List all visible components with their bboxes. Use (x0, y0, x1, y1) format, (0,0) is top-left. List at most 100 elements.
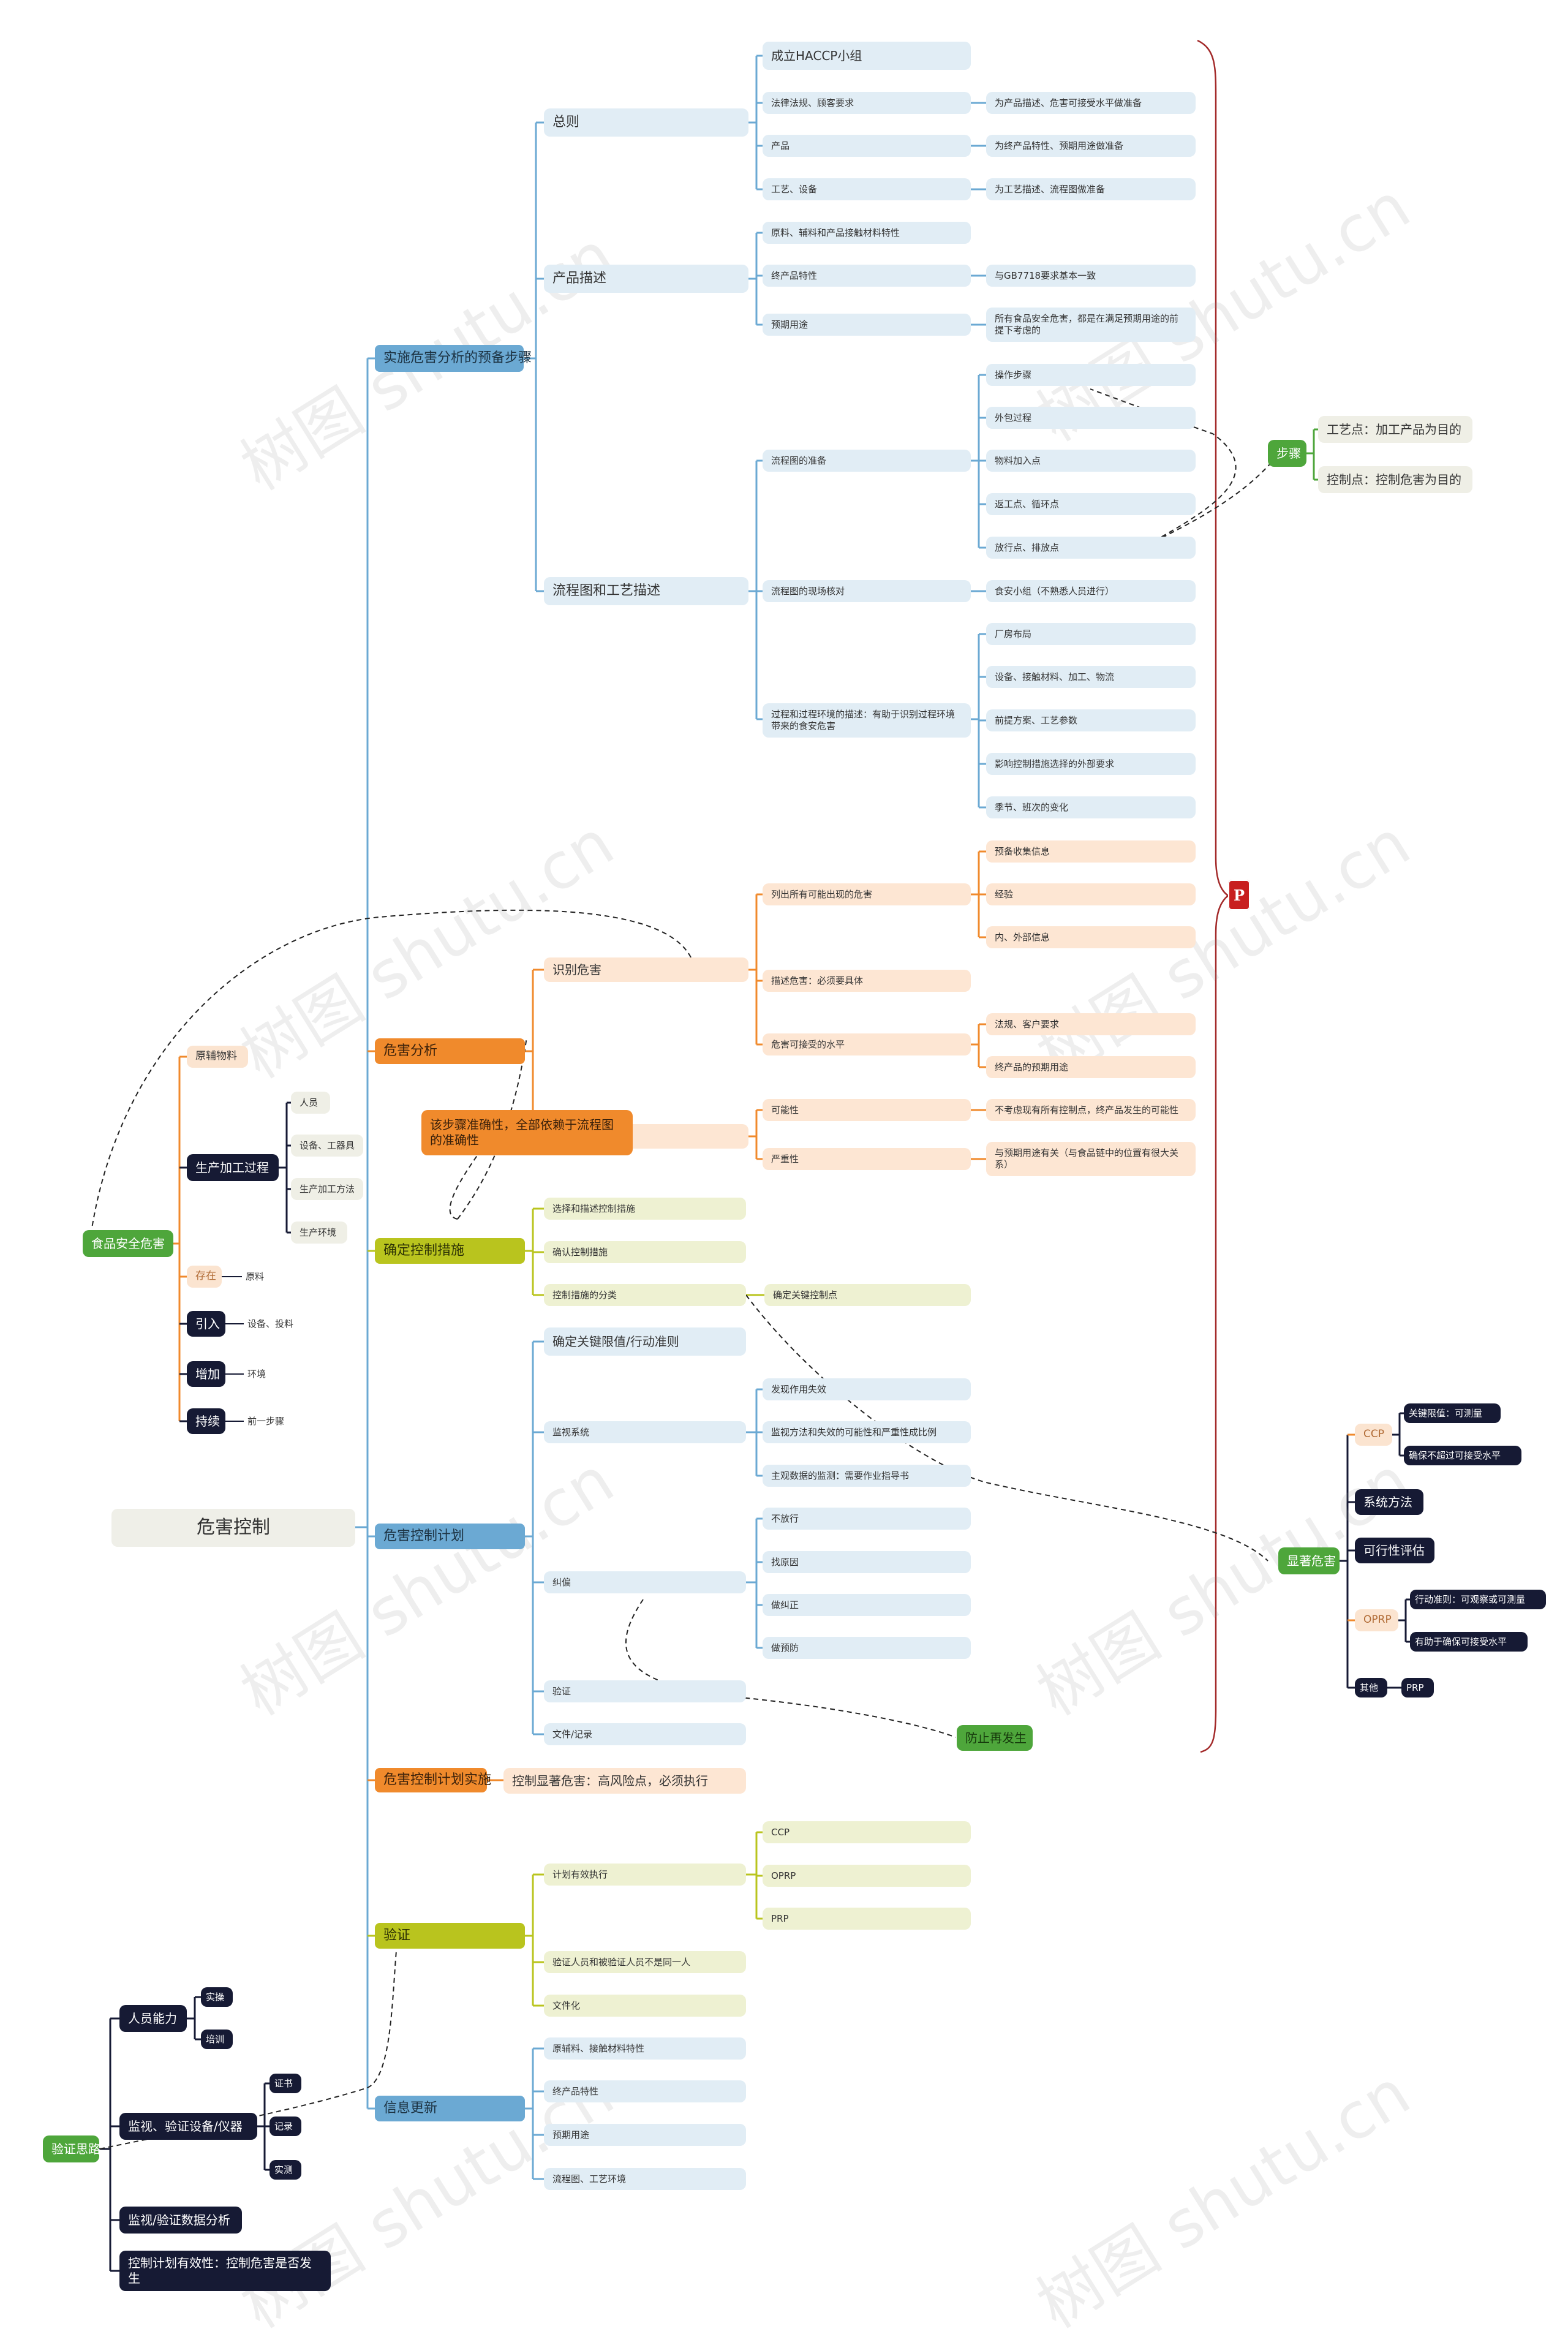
node-correct-item[interactable]: 做预防 (763, 1637, 971, 1659)
node-monitor-item[interactable]: 监视方法和失效的可能性和严重性成比例 (763, 1421, 971, 1443)
node-oprp-right[interactable]: OPRP (1355, 1609, 1398, 1631)
node-food-safety-hazard[interactable]: 食品安全危害 (83, 1230, 173, 1257)
node-process-equipment[interactable]: 工艺、设备 (763, 178, 971, 200)
node-likelihood[interactable]: 可能性 (763, 1099, 971, 1121)
node-note[interactable]: 与GB7718要求基本一致 (986, 265, 1196, 287)
node-exist[interactable]: 存在 (187, 1266, 222, 1288)
topic-info-update[interactable]: 信息更新 (375, 2096, 525, 2121)
node-staff-ability[interactable]: 人员能力 (119, 2005, 187, 2032)
node-devices[interactable]: 监视、验证设备/仪器 (119, 2113, 257, 2140)
node-flowchart[interactable]: 流程图和工艺描述 (544, 577, 748, 605)
node-select-measures[interactable]: 选择和描述控制措施 (544, 1198, 746, 1220)
node-process-item[interactable]: 人员 (291, 1092, 330, 1114)
node-monitoring[interactable]: 监视系统 (544, 1421, 746, 1443)
node-prevent-recurrence[interactable]: 防止再发生 (957, 1725, 1033, 1751)
node-introduce-note[interactable]: 设备、投料 (247, 1318, 294, 1329)
node-determine-ccp[interactable]: 确定关键控制点 (764, 1284, 971, 1306)
node-correct-item[interactable]: 做纠正 (763, 1594, 971, 1616)
node-note[interactable]: 所有食品安全危害，都是在满足预期用途的前提下考虑的 (986, 308, 1196, 342)
node-update-item[interactable]: 预期用途 (544, 2124, 746, 2146)
node-acceptable-level[interactable]: 危害可接受的水平 (763, 1033, 971, 1055)
node-note[interactable]: 内、外部信息 (986, 926, 1196, 948)
node-record[interactable]: 记录 (270, 2117, 301, 2136)
node-correct-item[interactable]: 找原因 (763, 1551, 971, 1573)
node-introduce[interactable]: 引入 (187, 1311, 225, 1337)
node-plan-verify[interactable]: 验证 (544, 1680, 746, 1702)
node-env-item[interactable]: 前提方案、工艺参数 (986, 709, 1196, 731)
node-flow-prep[interactable]: 流程图的准备 (763, 450, 971, 472)
node-system-method[interactable]: 系统方法 (1355, 1489, 1423, 1515)
node-increase-note[interactable]: 环境 (247, 1368, 266, 1380)
node-flow-step[interactable]: 返工点、循环点 (986, 493, 1196, 515)
node-update-item[interactable]: 原辅料、接触材料特性 (544, 2037, 746, 2060)
node-env-item[interactable]: 设备、接触材料、加工、物流 (986, 666, 1196, 688)
node-describe-hazard[interactable]: 描述危害：必须要具体 (763, 970, 971, 992)
topic-verification[interactable]: 验证 (375, 1923, 525, 1949)
node-list-hazards[interactable]: 列出所有可能出现的危害 (763, 883, 971, 905)
topic-control-plan[interactable]: 危害控制计划 (375, 1524, 525, 1549)
node-note[interactable]: 终产品的预期用途 (986, 1056, 1196, 1078)
node-raw-material[interactable]: 原料、辅料和产品接触材料特性 (763, 222, 971, 244)
topic-control-measures[interactable]: 确定控制措施 (375, 1238, 525, 1264)
node-general[interactable]: 总则 (544, 108, 748, 137)
node-severity[interactable]: 严重性 (763, 1148, 971, 1170)
node-ccp[interactable]: CCP (763, 1821, 971, 1843)
node-oprp[interactable]: OPRP (763, 1865, 971, 1887)
node-raw-aux[interactable]: 原辅物料 (187, 1046, 248, 1068)
node-product-desc[interactable]: 产品描述 (544, 265, 748, 293)
node-confirm-measures[interactable]: 确认控制措施 (544, 1241, 746, 1263)
node-note[interactable]: 与预期用途有关（与食品链中的位置有很大关系） (986, 1142, 1196, 1176)
node-flow-step[interactable]: 物料加入点 (986, 450, 1196, 472)
node-prp-right[interactable]: PRP (1401, 1678, 1434, 1697)
node-correct-item[interactable]: 不放行 (763, 1508, 971, 1530)
node-note[interactable]: 食安小组（不熟悉人员进行） (986, 580, 1196, 602)
node-persist[interactable]: 持续 (187, 1408, 225, 1434)
node-haccp-team[interactable]: 成立HACCP小组 (763, 42, 971, 70)
node-note[interactable]: 法规、客户要求 (986, 1013, 1196, 1035)
node-plan-effectiveness[interactable]: 控制计划有效性：控制危害是否发生 (119, 2251, 331, 2291)
node-process-item[interactable]: 设备、工器具 (291, 1135, 363, 1157)
root-topic[interactable]: 危害控制 (111, 1509, 355, 1547)
node-note[interactable]: 经验 (986, 883, 1196, 905)
node-production-process[interactable]: 生产加工过程 (187, 1154, 279, 1181)
node-practice[interactable]: 实操 (201, 1987, 233, 2007)
node-env-item[interactable]: 季节、班次的变化 (986, 796, 1196, 818)
node-identify-hazard[interactable]: 识别危害 (544, 957, 748, 982)
node-critical-limit[interactable]: 关键限值：可测量 (1404, 1403, 1501, 1423)
node-env-item[interactable]: 厂房布局 (986, 623, 1196, 645)
node-measure[interactable]: 实测 (270, 2160, 301, 2180)
node-prp[interactable]: PRP (763, 1908, 971, 1930)
node-significant-hazard[interactable]: 显著危害 (1278, 1547, 1340, 1574)
callout-flowchart-accuracy[interactable]: 该步骤准确性，全部依赖于流程图的准确性 (421, 1110, 633, 1155)
node-flow-step[interactable]: 放行点、排放点 (986, 537, 1196, 559)
node-process-env[interactable]: 过程和过程环境的描述：有助于识别过程环境带来的食安危害 (763, 703, 971, 738)
node-intended-use[interactable]: 预期用途 (763, 314, 971, 336)
node-helps-ensure[interactable]: 有助于确保可接受水平 (1410, 1632, 1528, 1652)
node-monitor-item[interactable]: 主观数据的监测：需要作业指导书 (763, 1465, 971, 1487)
node-ensure-level[interactable]: 确保不超过可接受水平 (1404, 1446, 1521, 1465)
node-note[interactable]: 为工艺描述、流程图做准备 (986, 178, 1196, 200)
node-laws[interactable]: 法律法规、顾客要求 (763, 92, 971, 114)
node-note[interactable]: 不考虑现有所有控制点，终产品发生的可能性 (986, 1099, 1196, 1121)
node-other[interactable]: 其他 (1355, 1678, 1387, 1697)
node-update-item[interactable]: 终产品特性 (544, 2080, 746, 2102)
node-verifier[interactable]: 验证人员和被验证人员不是同一人 (544, 1951, 746, 1973)
node-documented[interactable]: 文件化 (544, 1995, 746, 2017)
node-process-point[interactable]: 工艺点：加工产品为目的 (1318, 416, 1472, 443)
node-process-item[interactable]: 生产加工方法 (291, 1178, 363, 1200)
node-certificate[interactable]: 证书 (270, 2074, 301, 2093)
p-marker-icon[interactable]: P (1228, 880, 1250, 910)
node-env-item[interactable]: 影响控制措施选择的外部要求 (986, 753, 1196, 775)
node-classify-measures[interactable]: 控制措施的分类 (544, 1284, 746, 1306)
node-note[interactable]: 为终产品特性、预期用途做准备 (986, 135, 1196, 157)
topic-hazard-analysis[interactable]: 危害分析 (375, 1038, 525, 1064)
node-update-item[interactable]: 流程图、工艺环境 (544, 2168, 746, 2190)
node-plan-effective[interactable]: 计划有效执行 (544, 1864, 746, 1886)
node-control-significant[interactable]: 控制显著危害：高风险点，必须执行 (503, 1768, 746, 1794)
node-increase[interactable]: 增加 (187, 1361, 225, 1387)
node-correction[interactable]: 纠偏 (544, 1571, 746, 1593)
node-verification-idea[interactable]: 验证思路 (43, 2135, 100, 2162)
node-records[interactable]: 文件/记录 (544, 1723, 746, 1745)
node-product[interactable]: 产品 (763, 135, 971, 157)
node-exist-note[interactable]: 原料 (246, 1271, 265, 1282)
